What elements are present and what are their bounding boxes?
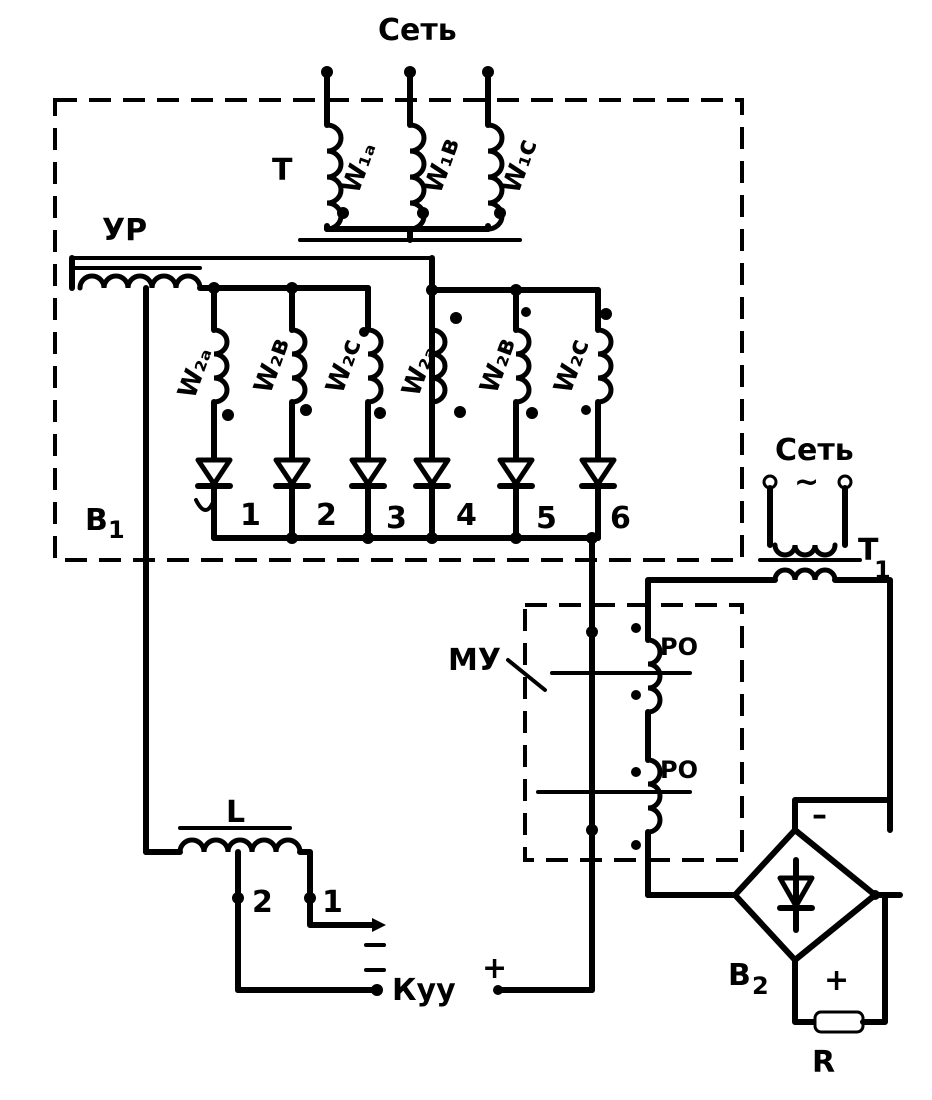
- label-t1-sub: 1: [874, 556, 891, 584]
- rectifier-enclosure: [53, 98, 744, 562]
- magnetic-amplifier-enclosure: [523, 603, 744, 862]
- winding-label-w2b-1: W₂в: [248, 334, 296, 397]
- diode-number-5: 5: [536, 501, 557, 536]
- label-b2-sub: 2: [752, 972, 769, 1000]
- winding-label-w2b-2: W₂в: [474, 334, 522, 397]
- label-ro-2: РО: [660, 756, 698, 784]
- ac-tilde: ~: [794, 465, 819, 500]
- label-ro-1: РО: [660, 633, 698, 661]
- winding-label-w1a: W₁ₐ: [336, 138, 382, 197]
- label-kup-plus: +: [482, 951, 507, 986]
- label-b1: В: [85, 503, 108, 538]
- diode-number-2: 2: [316, 498, 337, 533]
- label-b1-sub: 1: [108, 516, 125, 544]
- magnetic-amplifier-mu: [506, 617, 692, 898]
- label-kup: Куу: [392, 973, 456, 1008]
- winding-label-w2c-2: W₂с: [548, 335, 595, 397]
- diode-number-4: 4: [456, 498, 477, 533]
- tap-label-2: 2: [252, 885, 273, 920]
- label-t1: Т: [858, 533, 879, 568]
- winding-label-w1b: W₁в: [418, 134, 466, 197]
- mains-label-right: Сеть: [775, 433, 854, 468]
- winding-label-w2a-1: W₂ₐ: [172, 343, 218, 402]
- winding-label-w2c-1: W₂с: [320, 335, 367, 397]
- bridge-rectifier-b2: [645, 797, 903, 1034]
- tap-label-1: 1: [322, 885, 343, 920]
- bridge-plus: +: [824, 963, 849, 998]
- mains-label-top: Сеть: [378, 13, 457, 48]
- secondary-windings: [211, 285, 614, 463]
- winding-label-w1c: W₁с: [496, 135, 543, 197]
- transformer-t1: [645, 474, 893, 833]
- transformer-t: [298, 66, 522, 243]
- bridge-minus: –: [812, 798, 827, 833]
- diode-number-6: 6: [610, 501, 631, 536]
- label-t: Т: [272, 153, 293, 188]
- diode-number-1: 1: [240, 498, 261, 533]
- label-l: L: [226, 795, 245, 830]
- label-mu: МУ: [448, 643, 501, 678]
- label-b2: В: [728, 958, 751, 993]
- winding-label-w2a-2: W₂ₐ: [396, 341, 442, 400]
- diode-bank-b1: [194, 457, 617, 544]
- inductor-l: [143, 826, 595, 996]
- label-r: R: [812, 1045, 835, 1080]
- diode-number-3: 3: [386, 501, 407, 536]
- label-ur: УР: [102, 213, 147, 248]
- reactor-ur: [69, 255, 438, 855]
